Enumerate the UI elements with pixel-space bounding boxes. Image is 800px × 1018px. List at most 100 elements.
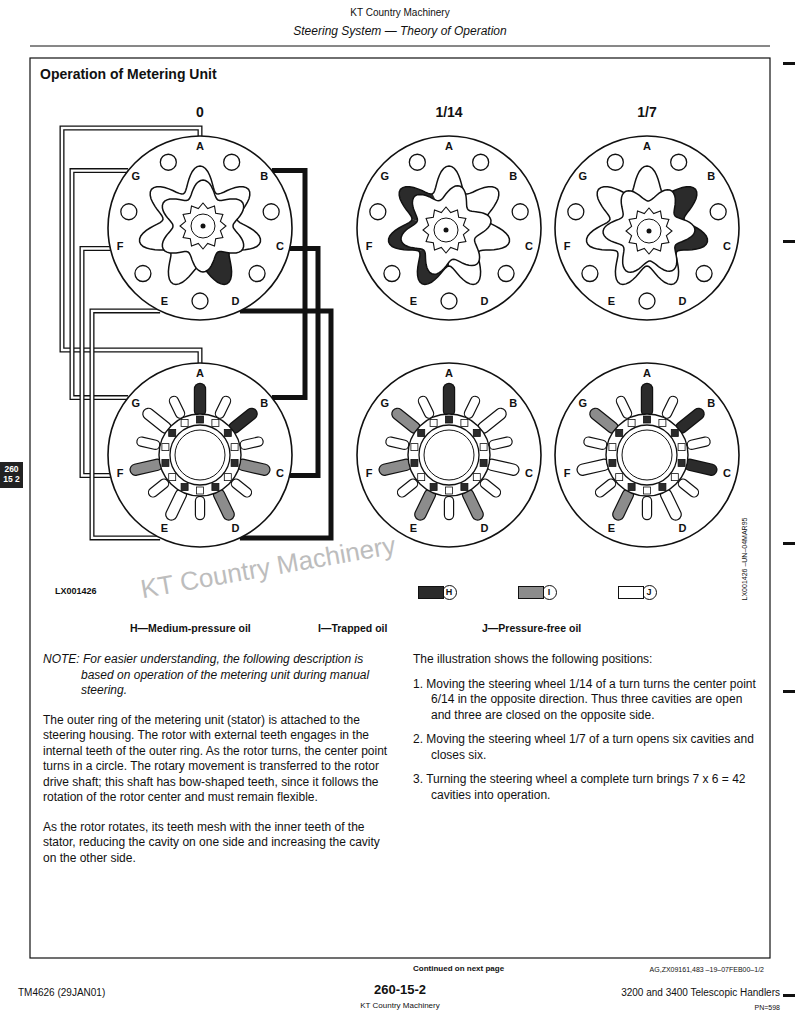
sleeve-port [169, 429, 176, 436]
bolt-hole [370, 204, 386, 220]
port-letter: D [477, 521, 493, 536]
valve-housing [108, 363, 292, 547]
legend-text: I—Trapped oil [318, 622, 508, 636]
port-letter: B [505, 396, 521, 411]
valve-slot-outline [485, 484, 496, 493]
valve-slot-outline [171, 495, 181, 515]
valve-slot-outline [642, 501, 652, 515]
valve-slot-outline [641, 389, 653, 411]
sleeve-port [197, 416, 204, 423]
valve-slot [595, 414, 612, 428]
valve-slot-outline [583, 465, 604, 470]
valve-slot [621, 401, 627, 414]
bolt-hole [224, 154, 240, 170]
product-name: 3200 and 3400 Telescopic Handlers [510, 986, 780, 999]
port-letter: C [521, 239, 537, 254]
port-letter: A [192, 366, 208, 381]
margin-mark [783, 690, 795, 693]
valve-slot-outline [153, 484, 164, 493]
valve-sleeve [606, 414, 688, 496]
sleeve-port [473, 474, 480, 481]
drive-bore [191, 214, 215, 238]
valve-slot-outline [220, 401, 226, 414]
spline-gear [423, 207, 469, 253]
port-letter: E [603, 521, 619, 536]
valve-slot-outline [600, 484, 611, 493]
margin-mark [783, 62, 795, 65]
valve-slot [136, 465, 157, 470]
continued-note: Continued on next page [413, 964, 613, 974]
tab-text: 260 15 2 [0, 462, 23, 488]
valve-sleeve [408, 414, 490, 496]
sleeve-port [224, 429, 231, 436]
valve-slot [402, 484, 413, 493]
valve-spool [170, 425, 230, 485]
valve-slot [195, 389, 205, 411]
port-letter: E [405, 521, 421, 536]
valve-slot [420, 495, 430, 515]
valve-slot-outline [385, 465, 406, 470]
bolt-hole [473, 154, 489, 170]
sleeve-port [446, 416, 453, 423]
valve-slot-outline [666, 495, 676, 515]
center-point [444, 228, 449, 233]
sleeve-port [212, 484, 219, 491]
valve-slot [483, 414, 500, 428]
bolt-hole [607, 154, 623, 170]
valve-slot [600, 484, 611, 493]
sleeve-port [181, 420, 188, 427]
sleeve-port [430, 420, 437, 427]
valve-slot [245, 442, 259, 445]
valve-slot-outline [494, 442, 508, 445]
valve-slot-outline [692, 442, 706, 445]
valve-housing [555, 363, 739, 547]
sleeve-port [473, 429, 480, 436]
port-letter: B [505, 169, 521, 184]
valve-slot [423, 401, 429, 414]
sleeve-port [169, 474, 176, 481]
drive-bore [637, 219, 661, 243]
valve-slot-outline [391, 442, 405, 445]
stator-ring [108, 136, 292, 320]
sleeve-port [197, 487, 204, 494]
footer-brand: KT Country Machinery [315, 1001, 485, 1011]
valve-slot [153, 484, 164, 493]
sleeve-port [678, 444, 685, 451]
legend-swatch [618, 586, 644, 599]
valve-spool [419, 425, 479, 485]
oil-line [82, 249, 110, 476]
port-letter: E [156, 294, 172, 309]
bolt-hole [568, 204, 584, 220]
margin-mark [783, 994, 795, 997]
port-letter: G [377, 396, 393, 411]
port-letter: F [361, 466, 377, 481]
valve-sleeve [159, 414, 241, 496]
valve-slot-outline [423, 401, 429, 414]
legend-swatch [418, 586, 444, 599]
valve-slot [643, 501, 651, 515]
sleeve-port [231, 444, 238, 451]
port-letter: C [719, 466, 735, 481]
stator-ring [555, 136, 739, 320]
bolt-hole [441, 293, 457, 309]
content-frame [30, 58, 770, 958]
valve-slot-outline [681, 414, 698, 428]
valve-slot-outline [492, 465, 513, 470]
valve-slot-outline [618, 495, 628, 515]
sleeve-port [461, 420, 468, 427]
valve-slot-outline [174, 401, 180, 414]
valve-slot-outline [236, 484, 247, 493]
port-letter: G [128, 396, 144, 411]
valve-slot-outline [683, 484, 694, 493]
rotor [401, 186, 491, 274]
bolt-hole [710, 204, 726, 220]
sleeve-port [644, 416, 651, 423]
position-label: 1/14 [424, 103, 474, 121]
position-label: 0 [180, 103, 220, 121]
sleeve-port [659, 420, 666, 427]
bolt-hole [639, 293, 655, 309]
valve-slot [397, 414, 414, 428]
port-letter: E [603, 294, 619, 309]
port-letter: C [272, 466, 288, 481]
valve-slot [444, 389, 454, 411]
